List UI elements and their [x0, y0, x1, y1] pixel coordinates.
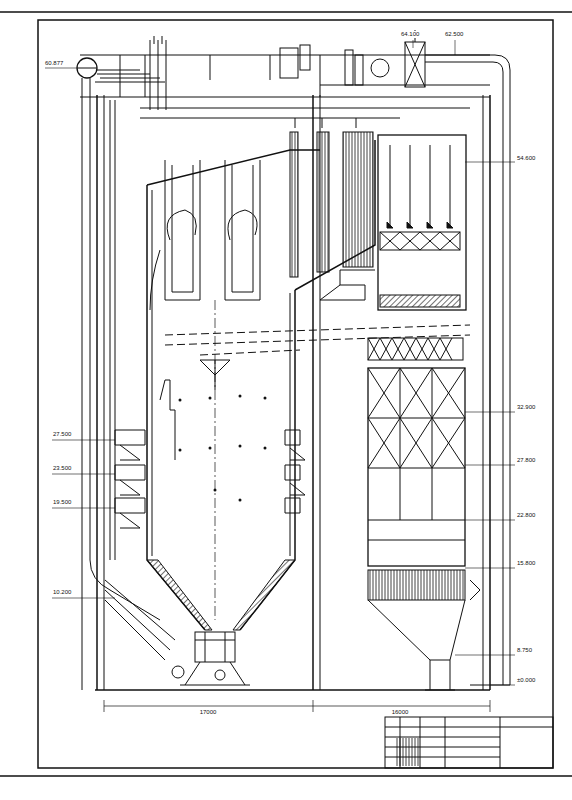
- elevation-mark: 62.500: [444, 31, 464, 38]
- elevation-mark: 15.800: [516, 560, 536, 567]
- elevation-mark: 8.750: [516, 647, 533, 654]
- elevation-mark: 27.500: [52, 431, 72, 438]
- dimension-text: 16000: [391, 709, 410, 716]
- elevation-mark: 10.200: [52, 589, 72, 596]
- elevation-mark: 54.600: [516, 155, 536, 162]
- elevation-mark: 27.800: [516, 457, 536, 464]
- elevation-mark: 60.877: [44, 60, 64, 67]
- elevation-mark: 64.100: [400, 31, 420, 38]
- elevation-mark: 22.800: [516, 512, 536, 519]
- dimension-text: 17000: [199, 709, 218, 716]
- elevation-mark: ±0.000: [516, 677, 536, 684]
- elevation-mark: 23.500: [52, 465, 72, 472]
- elevation-mark: 32.900: [516, 404, 536, 411]
- elevation-mark: 19.500: [52, 499, 72, 506]
